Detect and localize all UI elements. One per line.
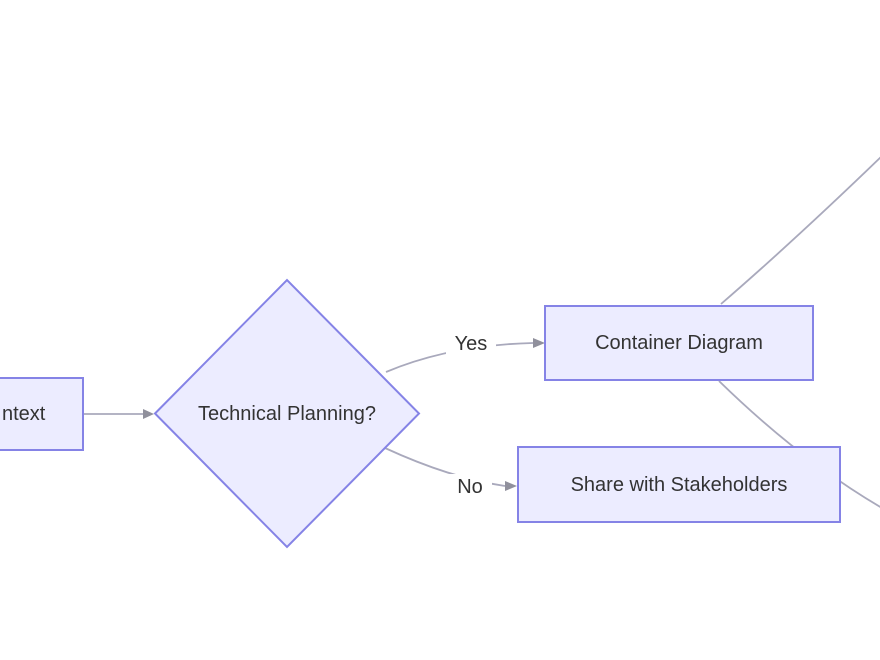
edge-decision-to-container <box>385 342 534 373</box>
arrowhead-decision-to-share <box>505 481 517 491</box>
edge-decision-to-share <box>384 447 506 487</box>
node-share-rect <box>517 446 841 523</box>
node-decision-diamond <box>153 278 421 549</box>
arrowhead-context-to-decision <box>143 409 154 419</box>
arrowhead-decision-to-container <box>533 338 545 348</box>
node-context-rect <box>0 377 84 451</box>
edge-container-to-offscreen-top <box>720 156 880 305</box>
node-container-rect <box>544 305 814 381</box>
